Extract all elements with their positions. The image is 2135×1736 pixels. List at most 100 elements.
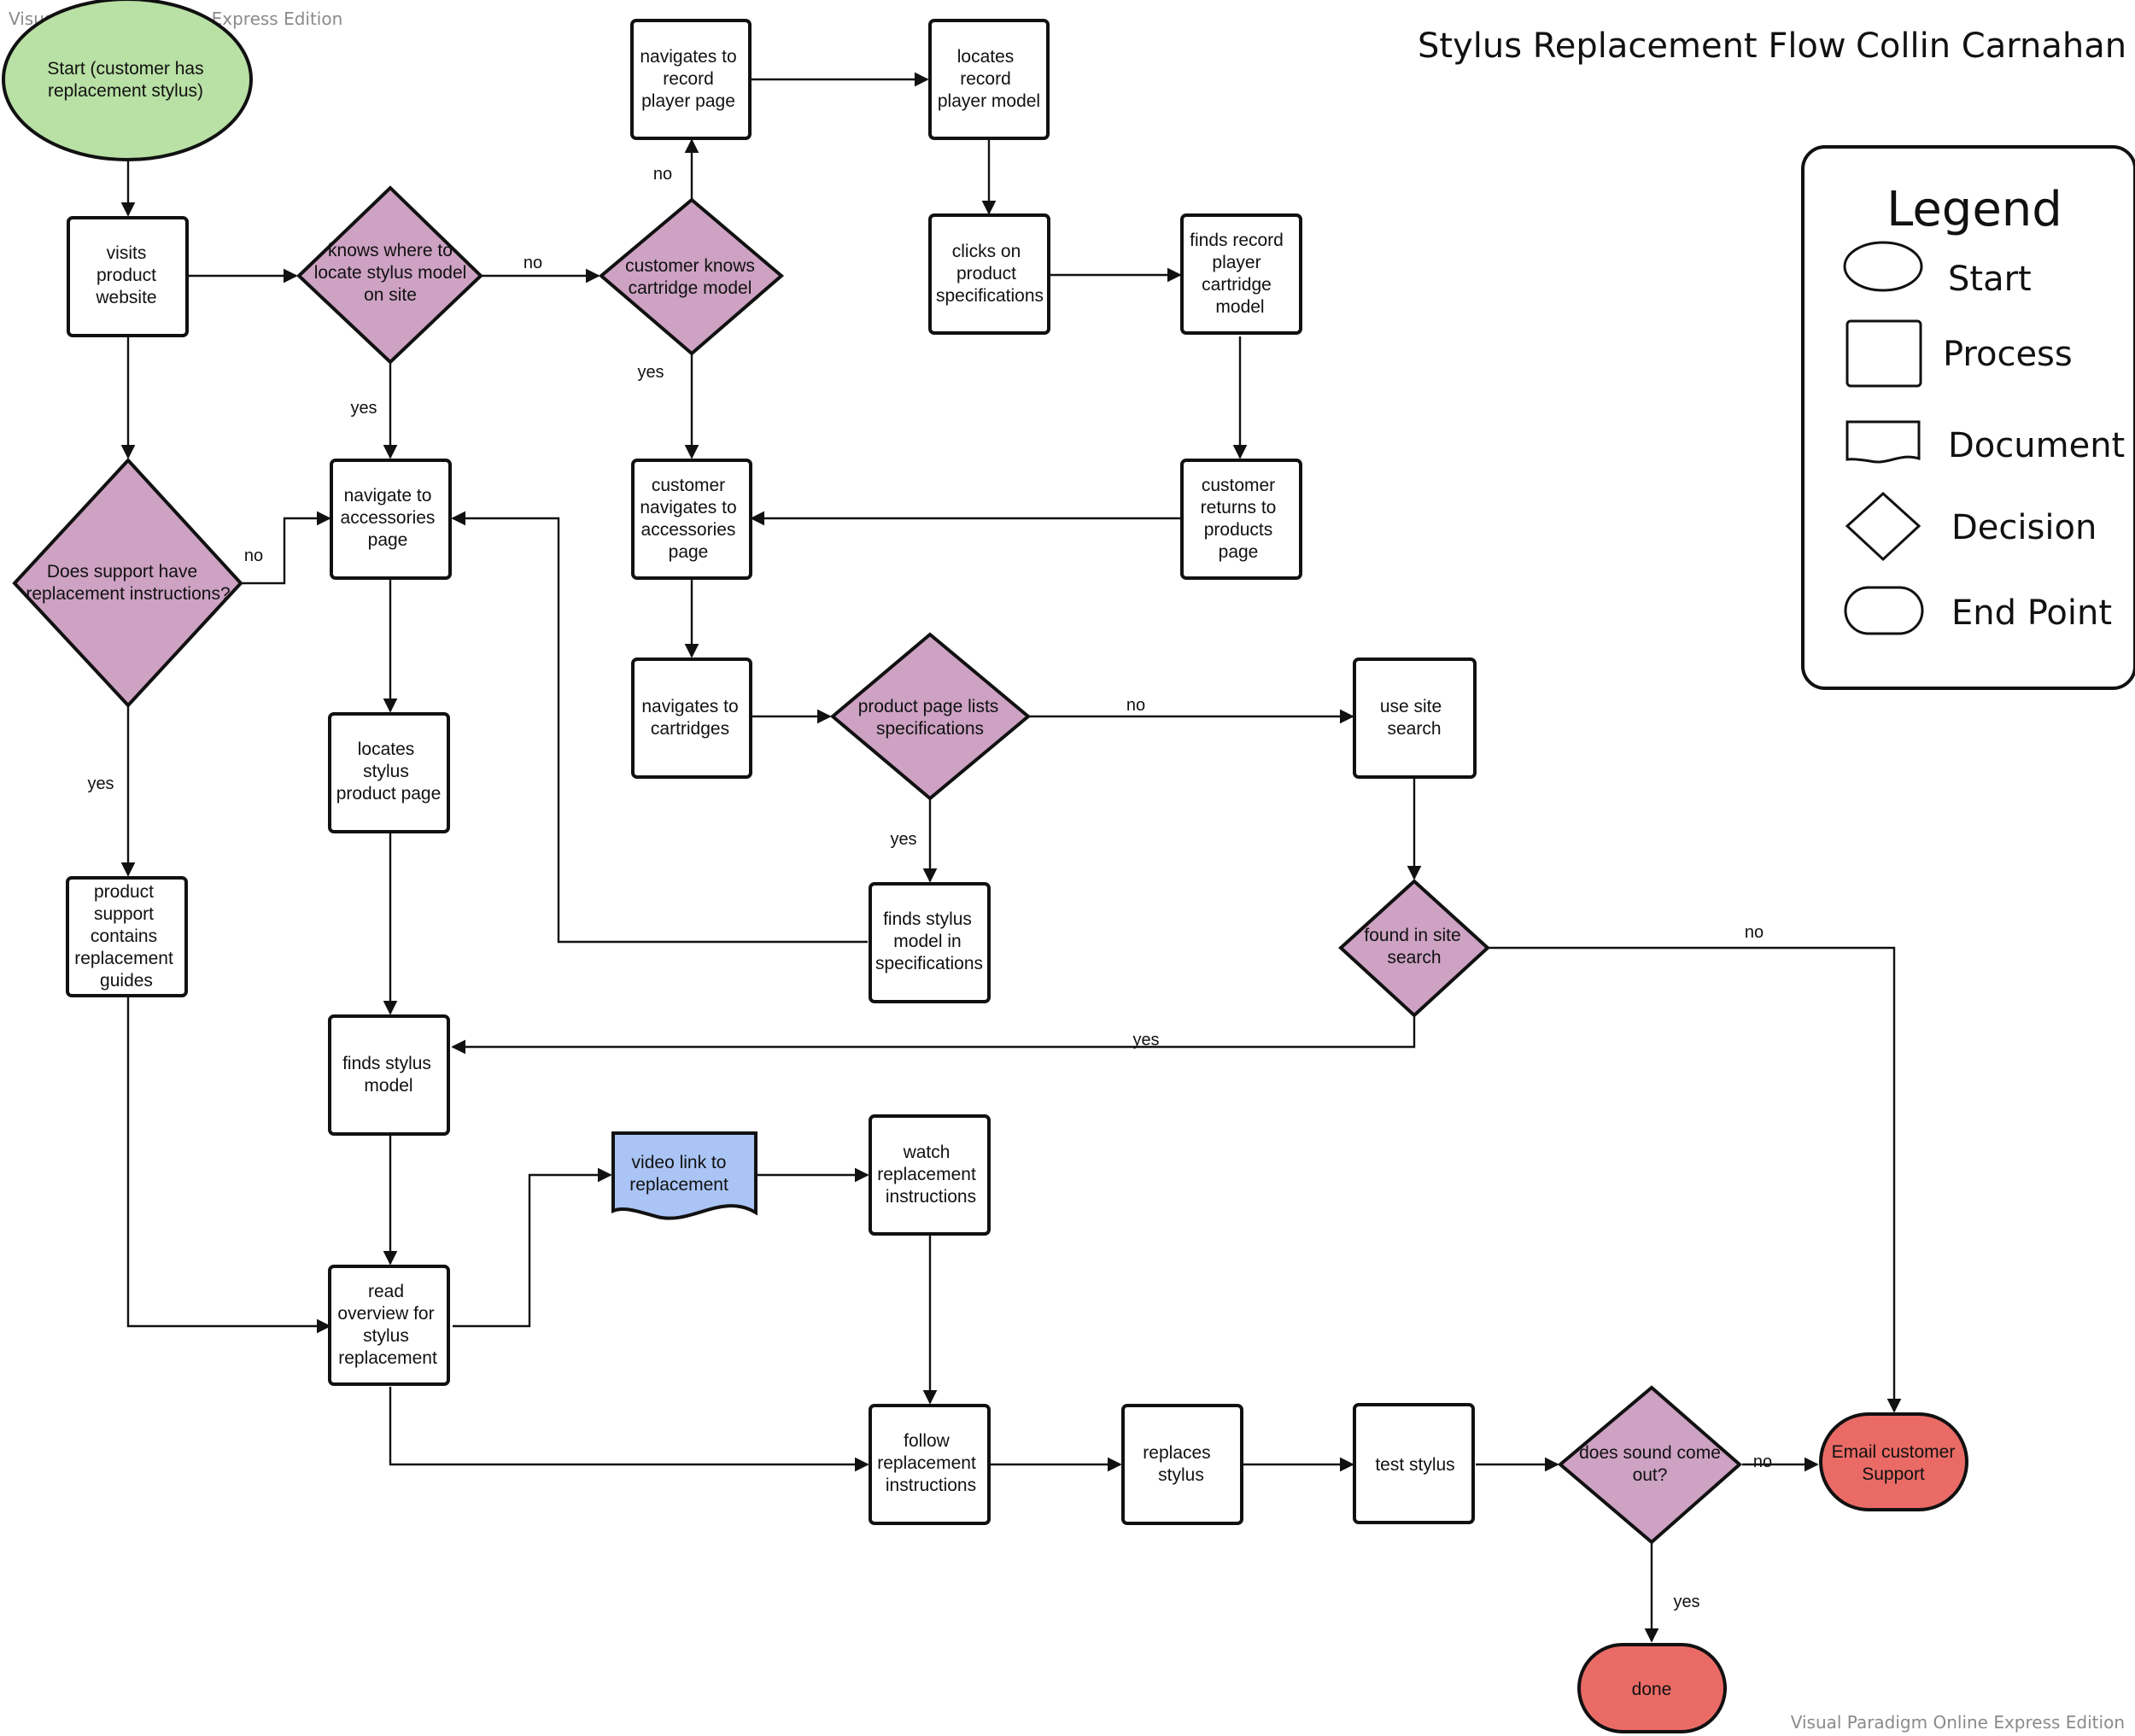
- node-follow-instructions: follow replacement instructions: [869, 1404, 991, 1525]
- edge-finds-specs-nav-accessories: [451, 511, 868, 944]
- node-cust-nav-accessories: customer navigates to accessories page: [631, 459, 752, 580]
- node-done: done: [1577, 1643, 1727, 1733]
- found-search-line-1: found in site: [1364, 926, 1460, 945]
- finds-stylus-line-2: model: [364, 1076, 412, 1096]
- label-found-yes: yes: [1132, 1031, 1159, 1049]
- knows-location-line-3: on site: [364, 285, 417, 305]
- finds-stylus-box: [328, 1014, 450, 1136]
- legend-process-rect-icon: [1845, 319, 1922, 388]
- diagram-author: Collin Carnahan: [1856, 26, 2126, 66]
- node-locates-player-model: locates record player model: [928, 19, 1050, 140]
- node-test-stylus: test stylus: [1353, 1403, 1475, 1524]
- label-found-no: no: [1745, 923, 1764, 942]
- read-overview-line-2: overview for: [337, 1304, 434, 1324]
- read-overview-line-1: read: [368, 1282, 404, 1301]
- site-search-line-2: search: [1387, 719, 1441, 739]
- nav-accessories-box: [330, 459, 452, 580]
- watermark-bottom: Visual Paradigm Online Express Edition: [1791, 1712, 2125, 1733]
- knows-cartridge-line-2: cartridge model: [629, 278, 752, 298]
- visits-website-line-3: website: [95, 288, 156, 307]
- legend-endpoint-label: End Point: [1951, 593, 2112, 633]
- watch-instructions-box: [869, 1114, 991, 1236]
- returns-products-line-1: customer: [1202, 476, 1275, 495]
- label-sound-yes: yes: [1673, 1593, 1699, 1611]
- test-stylus-box: [1353, 1403, 1475, 1524]
- nav-accessories-line-1: navigate to: [344, 486, 432, 506]
- finds-in-specs-line-2: model in: [893, 932, 961, 951]
- replaces-stylus-line-1: replaces: [1143, 1443, 1210, 1463]
- read-overview-box: [328, 1265, 450, 1386]
- node-support-instructions: Does support have replacement instructio…: [12, 458, 243, 708]
- legend-process-label: Process: [1943, 335, 2073, 374]
- knows-cartridge-line-1: customer knows: [625, 256, 755, 276]
- visits-website-box: [67, 216, 189, 337]
- edge-support-no: [241, 511, 331, 585]
- node-knows-location: knows where to locate stylus model on si…: [296, 185, 483, 365]
- cust-nav-accessories-line-1: customer: [652, 476, 725, 495]
- email-support-line-1: Email customer: [1832, 1442, 1956, 1462]
- finds-cartridge-model-box: [1180, 213, 1302, 335]
- support-guides-line-4: replacement: [74, 949, 173, 968]
- support-guides-line-3: contains: [91, 926, 157, 946]
- returns-products-box: [1180, 459, 1302, 580]
- label-sound-no: no: [1753, 1453, 1772, 1471]
- cust-nav-accessories-line-3: accessories: [641, 520, 736, 540]
- node-video-link: video link to replacement: [611, 1131, 757, 1220]
- replaces-stylus-line-2: stylus: [1158, 1465, 1204, 1485]
- clicks-specs-line-1: clicks on: [952, 242, 1021, 261]
- nodes: Start (customer has replacement stylus) …: [2, 0, 1968, 1733]
- node-finds-in-specs: finds stylus model in specifications: [869, 882, 991, 1003]
- support-guides-line-2: support: [94, 904, 154, 924]
- nav-player-page-line-3: player page: [641, 91, 735, 111]
- label-lists-yes: yes: [890, 830, 916, 849]
- node-finds-stylus: finds stylus model: [328, 1014, 450, 1136]
- finds-in-specs-box: [869, 882, 991, 1003]
- site-search-box: [1353, 658, 1477, 779]
- knows-cartridge-diamond: [598, 197, 785, 356]
- clicks-specs-line-3: specifications: [936, 286, 1044, 306]
- edge-read-follow: [389, 1387, 869, 1472]
- node-nav-player-page: navigates to record player page: [630, 19, 752, 140]
- label-knows-location-yes: yes: [350, 399, 377, 418]
- support-guides-line-1: product: [94, 882, 154, 902]
- lists-specs-diamond: [829, 632, 1032, 801]
- site-search-line-1: use site: [1380, 697, 1442, 716]
- nav-cartridges-line-2: cartridges: [651, 719, 729, 739]
- support-guides-line-5: guides: [100, 971, 153, 991]
- label-knows-cartridge-yes: yes: [637, 363, 664, 382]
- support-guides-box: [66, 876, 188, 997]
- follow-instructions-line-1: follow: [904, 1431, 951, 1451]
- returns-products-line-4: page: [1219, 542, 1259, 562]
- locates-stylus-page-line-2: stylus: [363, 762, 409, 781]
- finds-in-specs-line-3: specifications: [875, 954, 983, 973]
- clicks-specs-box: [928, 213, 1050, 335]
- finds-stylus-line-1: finds stylus: [342, 1054, 431, 1073]
- video-link-line-1: video link to: [632, 1153, 727, 1172]
- node-knows-cartridge: customer knows cartridge model: [598, 197, 785, 356]
- label-knows-location-no: no: [524, 254, 542, 272]
- video-link-document: [611, 1131, 757, 1220]
- knows-location-diamond: [296, 185, 483, 365]
- sound-check-diamond: [1557, 1385, 1743, 1545]
- edge-found-yes: [451, 1015, 1416, 1055]
- label-lists-no: no: [1126, 696, 1145, 715]
- locates-player-model-line-2: record: [960, 69, 1011, 89]
- edges: [120, 72, 1902, 1643]
- nav-cartridges-box: [631, 658, 752, 779]
- start-ellipse: [2, 0, 253, 161]
- locates-stylus-page-line-1: locates: [358, 739, 415, 759]
- email-support-line-2: Support: [1862, 1464, 1925, 1484]
- node-read-overview: read overview for stylus replacement: [328, 1265, 450, 1386]
- knows-location-line-1: knows where to: [328, 241, 453, 260]
- follow-instructions-line-3: instructions: [886, 1476, 976, 1495]
- node-clicks-specs: clicks on product specifications: [928, 213, 1050, 335]
- nav-accessories-line-2: accessories: [341, 508, 436, 528]
- video-link-line-2: replacement: [629, 1175, 728, 1195]
- finds-cartridge-model-line-1: finds record: [1190, 231, 1284, 250]
- node-support-guides: product support contains replacement gui…: [66, 876, 188, 997]
- node-sound-check: does sound come out?: [1557, 1385, 1743, 1545]
- edge-labels: no yes no yes no yes no yes no yes no ye…: [87, 165, 1772, 1611]
- legend-title: Legend: [1886, 182, 2062, 237]
- follow-instructions-line-2: replacement: [877, 1453, 976, 1473]
